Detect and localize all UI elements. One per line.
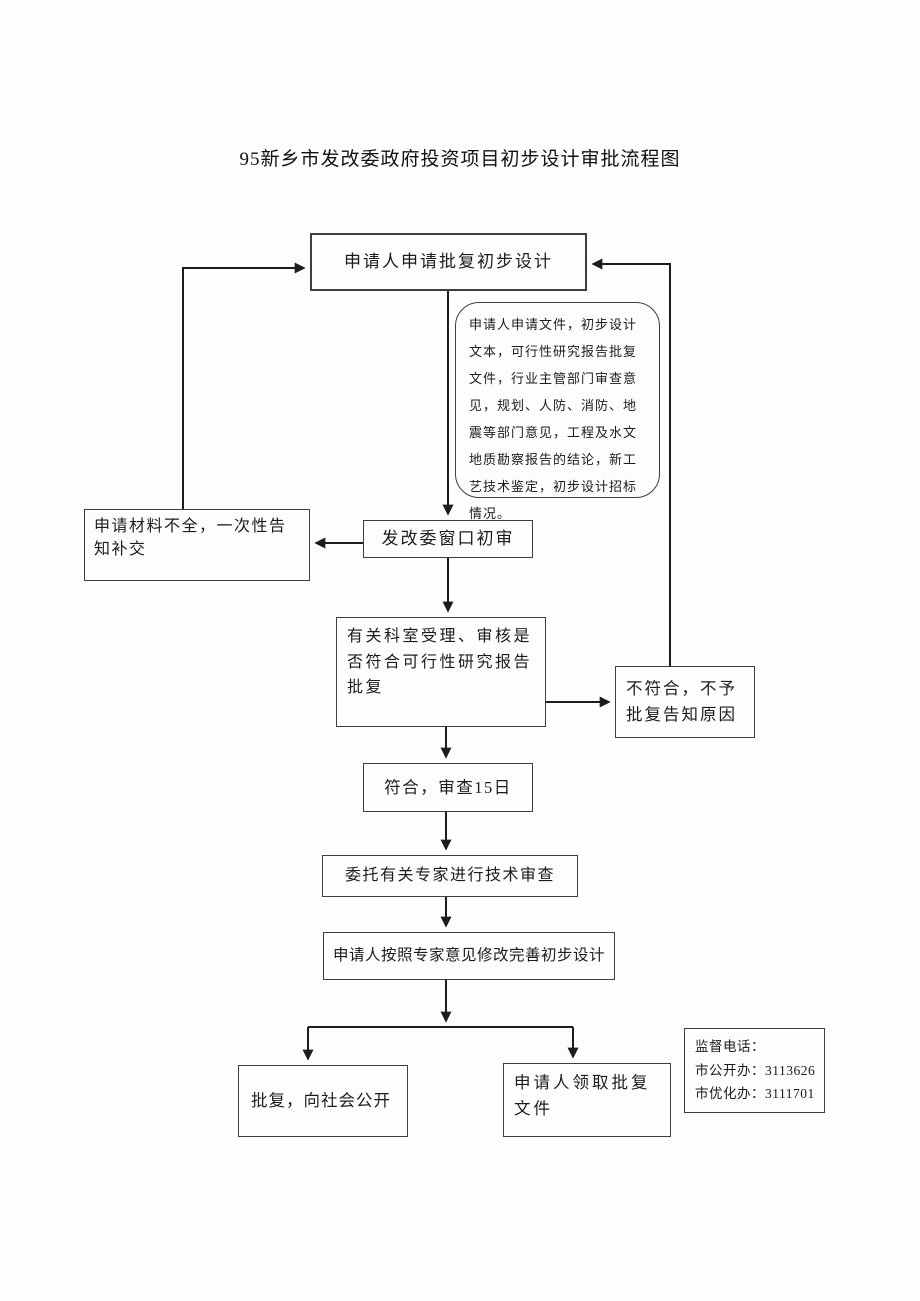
- node-publish-approval-label: 批复，向社会公开: [251, 1091, 391, 1111]
- node-reject-notify-reason: 不符合，不予批复告知原因: [615, 666, 755, 738]
- node-materials-incomplete: 申请材料不全，一次性告知补交: [84, 509, 310, 581]
- node-apply-label: 申请人申请批复初步设计: [344, 251, 553, 271]
- node-pass-15-days: 符合，审查15日: [363, 763, 533, 812]
- node-receive-approval-documents: 申请人领取批复文件: [503, 1063, 671, 1137]
- node-materials-incomplete-label: 申请材料不全，一次性告知补交: [94, 518, 287, 559]
- node-window-preliminary-review-label: 发改委窗口初审: [381, 528, 515, 548]
- node-pass-15-days-label: 符合，审查15日: [384, 777, 512, 797]
- node-department-review: 有关科室受理、审核是否符合可行性研究报告批复: [336, 617, 546, 727]
- node-receive-approval-documents-label: 申请人领取批复文件: [514, 1073, 651, 1119]
- node-window-preliminary-review: 发改委窗口初审: [363, 520, 533, 558]
- arrow-reject-back-to-apply: [591, 258, 671, 666]
- node-expert-technical-review-label: 委托有关专家进行技术审查: [344, 867, 555, 885]
- supervision-phone-public-office: 市公开办：3113626: [695, 1062, 816, 1078]
- arrow-incomplete-back-to-apply: [182, 262, 306, 509]
- note-required-materials-text: 申请人申请文件，初步设计文本，可行性研究报告批复文件，行业主管部门审查意见，规划…: [469, 317, 638, 521]
- page-title: 95新乡市发改委政府投资项目初步设计审批流程图: [239, 149, 681, 170]
- node-department-review-label: 有关科室受理、审核是否符合可行性研究报告批复: [347, 628, 533, 697]
- supervision-phone-box: 监督电话： 市公开办：3113626 市优化办：3111701: [684, 1028, 825, 1113]
- node-modify-per-expert-opinion: 申请人按照专家意见修改完善初步设计: [323, 932, 615, 980]
- node-modify-per-expert-opinion-label: 申请人按照专家意见修改完善初步设计: [332, 946, 605, 964]
- note-required-materials: 申请人申请文件，初步设计文本，可行性研究报告批复文件，行业主管部门审查意见，规划…: [455, 302, 660, 521]
- supervision-phone-optimization-office: 市优化办：3111701: [695, 1086, 815, 1102]
- node-expert-technical-review: 委托有关专家进行技术审查: [322, 855, 578, 897]
- supervision-phone-heading: 监督电话：: [695, 1039, 765, 1054]
- node-reject-notify-reason-label: 不符合，不予批复告知原因: [626, 678, 737, 724]
- node-publish-approval: 批复，向社会公开: [238, 1065, 408, 1137]
- node-apply-initial-design: 申请人申请批复初步设计: [310, 233, 587, 291]
